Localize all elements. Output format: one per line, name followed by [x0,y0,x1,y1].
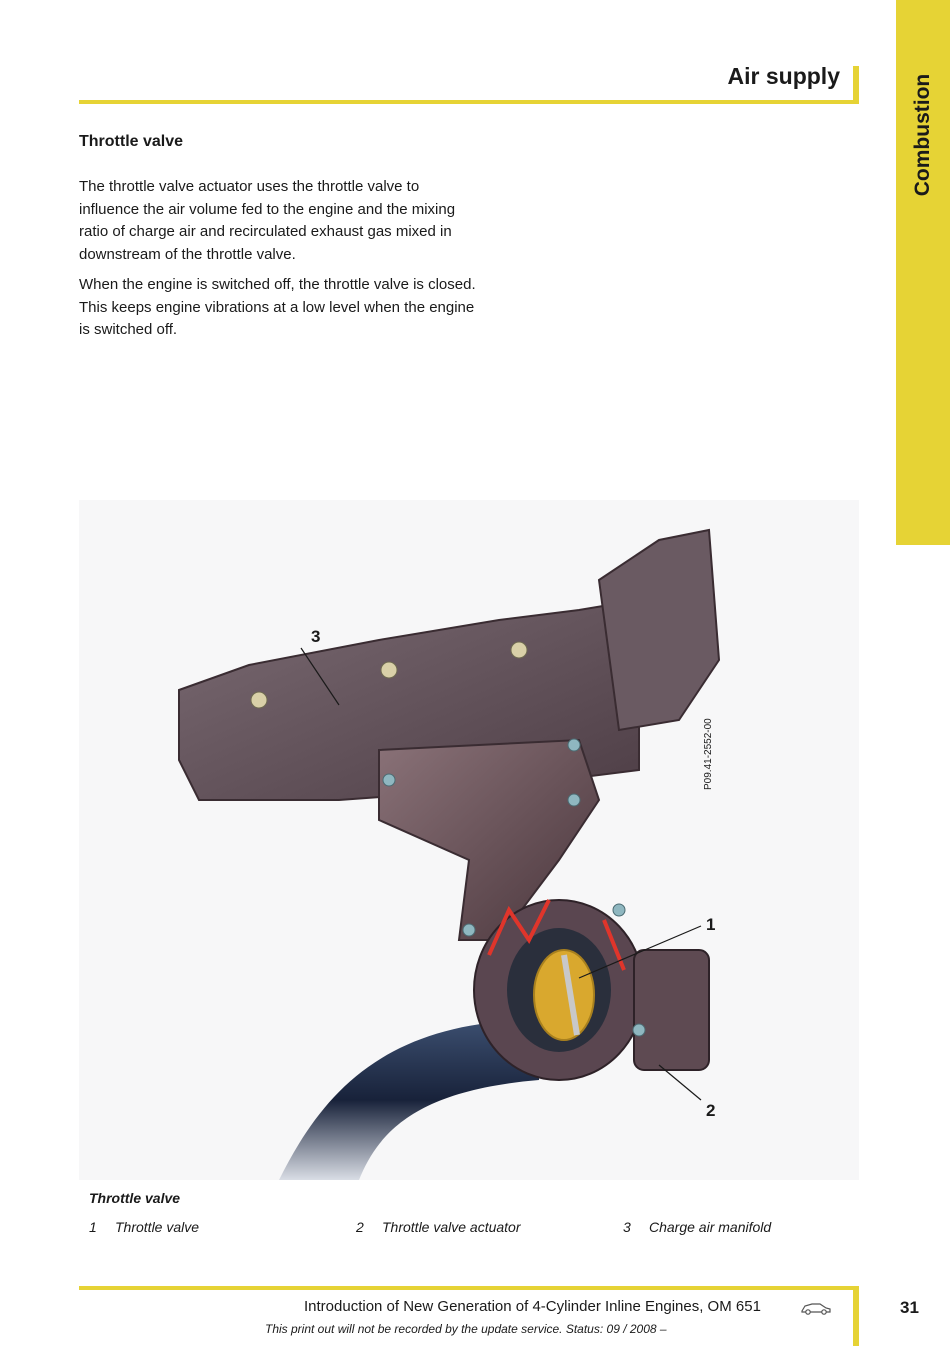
legend-label: Throttle valve actuator [382,1219,521,1235]
car-icon [801,1303,831,1315]
side-tab-label: Combustion [911,73,934,197]
callout-3-leader [300,647,340,706]
legend-num: 3 [623,1219,631,1235]
legend-label: Throttle valve [115,1219,200,1235]
page-header-title: Air supply [727,63,840,89]
body-text: The throttle valve actuator uses the thr… [79,176,479,350]
caption-title: Throttle valve [89,1190,181,1206]
figure-code: P09.41-2552-00 [703,718,714,790]
engine-illustration: 3 1 2 P09.41-2552-00 [79,500,859,1180]
engine-figure: 3 1 2 P09.41-2552-00 [79,500,859,1180]
section-title: Throttle valve [79,133,184,150]
legend-num: 1 [89,1219,97,1235]
callout-2-leader [658,1064,702,1101]
header-rule [79,100,859,104]
footer-bar [853,1286,859,1346]
paragraph: The throttle valve actuator uses the thr… [79,178,456,263]
valve-shaft [561,954,580,1036]
page-number: 31 [900,1298,919,1317]
throttle-valve-flap [533,949,595,1041]
side-tab [896,0,950,545]
callout-2: 2 [706,1101,715,1120]
legend-item: 2 Throttle valve actuator [356,1219,521,1235]
callout-1: 1 [706,915,715,934]
legend-label: Charge air manifold [649,1219,772,1235]
seal-cutaway [487,899,626,971]
legend-item: 3 Charge air manifold [623,1219,771,1235]
manifold-housing [597,528,721,732]
footer-status: This print out will not be recorded by t… [265,1322,667,1336]
legend-item: 1 Throttle valve [89,1219,199,1235]
throttle-valve-actuator [633,949,710,1071]
footer-title: Introduction of New Generation of 4-Cyli… [304,1298,761,1315]
callout-1-leader [578,925,702,979]
callout-3: 3 [311,627,320,646]
header-bar [853,66,859,104]
bolts [382,738,646,1037]
side-tab-label-wrap: Combustion [896,0,950,545]
paragraph: When the engine is switched off, the thr… [79,276,476,338]
legend-num: 2 [356,1219,364,1235]
intake-pipe [279,1020,539,1180]
footer-rule [79,1286,859,1290]
fasteners [250,641,528,709]
